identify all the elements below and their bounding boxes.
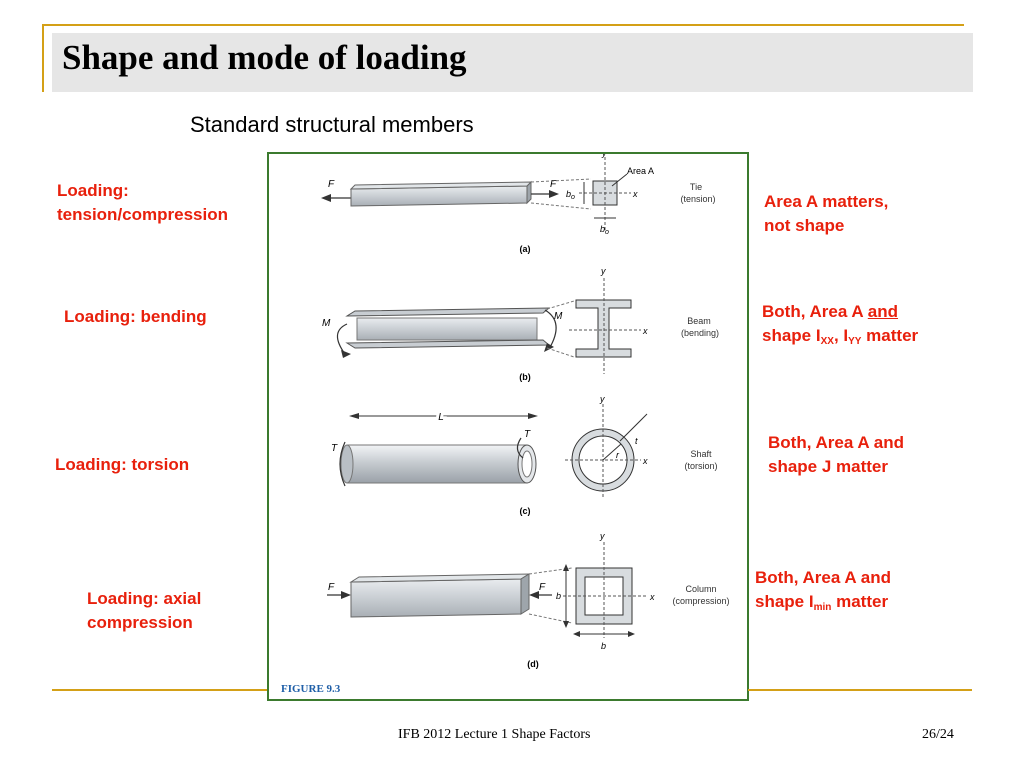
panel-b-label: (b)	[519, 372, 531, 382]
page-number: 26/24	[922, 727, 954, 742]
tie-diagram: F F y x bo bo Area A Tie (tension) (a)	[321, 154, 716, 254]
panel-d-label: (d)	[527, 659, 539, 669]
shaft-torque-right-label: T	[524, 429, 531, 440]
figure-caption: FIGURE 9.3	[281, 683, 341, 695]
shaft-diagram: L L T T y x t r Shaft (torsion) (c)	[331, 394, 718, 516]
footer-rule-right	[748, 689, 972, 691]
column-force-right-label: F	[539, 582, 546, 593]
svg-text:r: r	[616, 450, 620, 460]
slide-subtitle: Standard structural members	[190, 112, 474, 137]
shaft-type: (torsion)	[684, 461, 717, 471]
svg-text:y: y	[600, 266, 606, 276]
loading-axial-label: Loading: axial compression	[87, 589, 202, 632]
svg-text:L: L	[438, 412, 444, 423]
tie-force-left-label: F	[328, 179, 335, 190]
svg-text:b: b	[556, 591, 561, 601]
svg-text:y: y	[599, 394, 605, 404]
tie-name: Tie	[690, 182, 702, 192]
svg-text:bo: bo	[566, 189, 575, 201]
svg-text:y: y	[601, 154, 607, 158]
svg-text:t: t	[635, 436, 638, 446]
area-a-label: Area A	[627, 166, 654, 176]
panel-c-label: (c)	[520, 506, 531, 516]
footer-rule-left	[52, 689, 267, 691]
tie-type: (tension)	[680, 194, 715, 204]
panel-a-label: (a)	[520, 244, 531, 254]
loading-bending-label: Loading: bending	[64, 307, 207, 326]
title-bar	[52, 33, 973, 92]
svg-text:x: x	[642, 456, 648, 466]
shaft-torque-left-label: T	[331, 443, 338, 454]
beam-type: (bending)	[681, 328, 719, 338]
beam-moment-right-label: M	[554, 311, 563, 322]
svg-text:b: b	[601, 641, 606, 651]
beam-diagram: M M y x Beam (bending) (b)	[322, 266, 719, 382]
column-diagram: F F y x b b Column (compression) (d)	[327, 531, 730, 669]
figure-panel: F F y x bo bo Area A Tie (tension) (a) M…	[267, 152, 749, 701]
torsion-note: Both, Area A and shape J matter	[768, 433, 905, 476]
tie-force-right-label: F	[550, 179, 557, 190]
beam-name: Beam	[687, 316, 711, 326]
svg-text:L: L	[438, 412, 444, 423]
left-rule	[42, 24, 44, 92]
column-name: Column	[685, 584, 716, 594]
top-rule	[42, 24, 964, 26]
bending-note: Both, Area A and shape IXX, IYY matter	[762, 302, 919, 347]
slide-title: Shape and mode of loading	[62, 38, 467, 77]
column-force-left-label: F	[328, 582, 335, 593]
figure-drawing: F F y x bo bo Area A Tie (tension) (a) M…	[281, 154, 730, 695]
svg-text:y: y	[599, 531, 605, 541]
loading-tension-label: Loading: tension/compression	[57, 181, 228, 224]
svg-text:x: x	[632, 189, 638, 199]
svg-text:x: x	[649, 592, 655, 602]
svg-text:x: x	[642, 326, 648, 336]
axial-note: Both, Area A and shape Imin matter	[755, 568, 892, 613]
column-type: (compression)	[672, 596, 729, 606]
beam-moment-left-label: M	[322, 318, 331, 329]
svg-text:bo: bo	[600, 224, 609, 236]
shaft-name: Shaft	[690, 449, 712, 459]
tension-note: Area A matters, not shape	[764, 192, 889, 235]
loading-torsion-label: Loading: torsion	[55, 455, 190, 474]
footer-text: IFB 2012 Lecture 1 Shape Factors	[398, 727, 591, 742]
